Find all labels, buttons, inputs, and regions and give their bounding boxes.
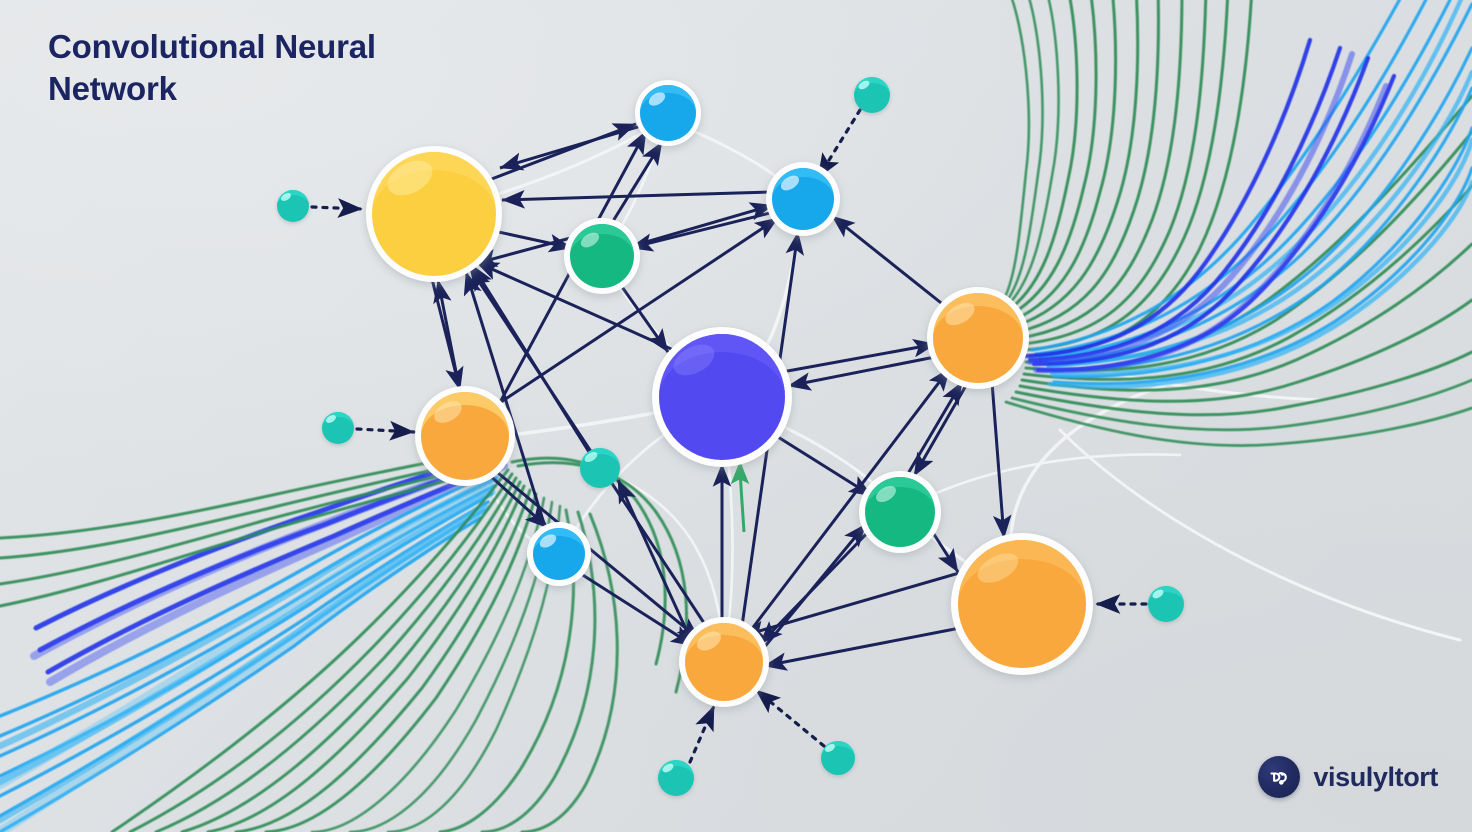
input-edges — [310, 108, 1148, 764]
edge-arrow — [781, 338, 937, 374]
input-edge-dashed — [310, 198, 364, 218]
node-hidden-node-green-upper[interactable] — [564, 218, 640, 294]
node-input-node-mid-left[interactable] — [322, 412, 354, 444]
edge-arrow — [928, 527, 960, 573]
edge-arrow — [904, 381, 964, 478]
node-hidden-node-teal-mid[interactable] — [580, 448, 620, 488]
node-hidden-node-orange-left[interactable] — [415, 386, 515, 486]
network-nodes — [277, 77, 1184, 796]
node-hidden-node-orange-right[interactable] — [927, 287, 1029, 389]
edge-arrow — [763, 626, 961, 671]
brand-logo[interactable]: visulyltort — [1258, 756, 1438, 798]
edge-arrow — [912, 381, 970, 477]
page-title: Convolutional Neural Network — [48, 28, 376, 108]
node-output-node-orange-large[interactable] — [951, 533, 1093, 675]
node-hidden-node-yellow-large[interactable] — [366, 146, 502, 282]
input-edge-dashed — [754, 688, 826, 748]
node-hidden-node-green-right[interactable] — [859, 471, 941, 553]
edge-arrow — [491, 466, 701, 642]
node-hidden-node-blue-top[interactable] — [635, 80, 701, 146]
edge-arrow — [475, 260, 679, 354]
highlight-edge-green — [730, 460, 750, 533]
edge-arrow — [616, 479, 692, 639]
input-edge-dashed — [355, 420, 416, 441]
node-core-node-purple-center[interactable] — [652, 327, 792, 467]
node-input-node-bottom-right[interactable] — [821, 741, 855, 775]
circular-monogram-icon — [1258, 756, 1301, 798]
node-hidden-node-blue-lower[interactable] — [527, 522, 591, 586]
edge-arrow — [493, 229, 573, 253]
node-input-node-bottom-left[interactable] — [658, 760, 694, 796]
node-hidden-node-blue-upper[interactable] — [766, 162, 840, 236]
streamline-field-bottom-left — [0, 446, 689, 832]
node-input-node-right[interactable] — [1148, 586, 1184, 622]
edge-arrow — [463, 271, 548, 531]
edge-arrow — [831, 214, 961, 320]
node-hidden-node-orange-bottom[interactable] — [679, 617, 769, 707]
edge-arrow — [468, 267, 708, 627]
node-input-node-top-left[interactable] — [277, 190, 309, 222]
brand-name: visulyltort — [1313, 761, 1438, 792]
edge-arrow — [608, 141, 664, 227]
input-edge-dashed — [816, 108, 862, 180]
edge-arrow — [501, 190, 773, 209]
input-edge-dashed — [688, 704, 716, 764]
edge-arrow — [990, 381, 1012, 539]
edge-arrow — [473, 234, 579, 268]
node-input-node-top-right[interactable] — [854, 77, 890, 113]
edge-arrow — [618, 283, 670, 353]
edge-arrow — [484, 470, 550, 530]
edge-arrow — [499, 124, 642, 171]
edge-arrow — [629, 210, 775, 252]
edge-arrow — [769, 430, 873, 498]
edge-arrow — [631, 202, 774, 248]
edge-arrow — [430, 278, 464, 391]
edge-arrow — [577, 570, 695, 648]
edge-arrow — [746, 367, 952, 635]
streamline-field-top-right — [1002, 0, 1472, 447]
edge-arrow — [787, 354, 941, 391]
network-edges — [430, 122, 1012, 671]
